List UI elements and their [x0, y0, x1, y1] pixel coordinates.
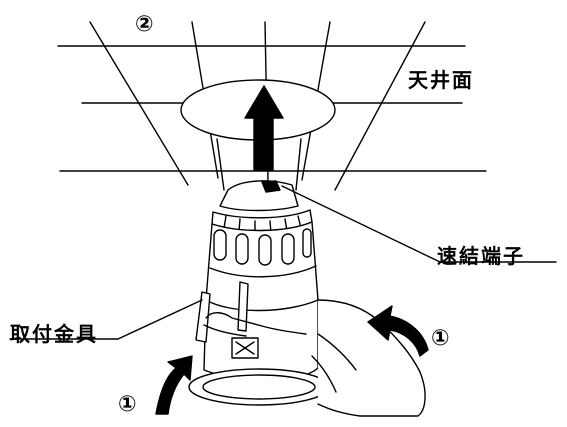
hand-illustration [203, 299, 426, 417]
step-1-marker-left: ① [118, 392, 137, 417]
step-2-marker: ② [135, 12, 154, 37]
ceiling-surface-label: 天井面 [408, 68, 474, 92]
step-1-marker-right: ① [431, 326, 450, 351]
leader-lines [9, 185, 557, 340]
curved-arrow-icon [367, 305, 429, 357]
up-arrow-icon [244, 85, 284, 171]
curved-arrow-icon [155, 355, 193, 415]
light-fixture [188, 180, 330, 406]
mounting-bracket-label: 取付金具 [10, 322, 98, 346]
quick-connector-label: 速結端子 [437, 244, 525, 268]
